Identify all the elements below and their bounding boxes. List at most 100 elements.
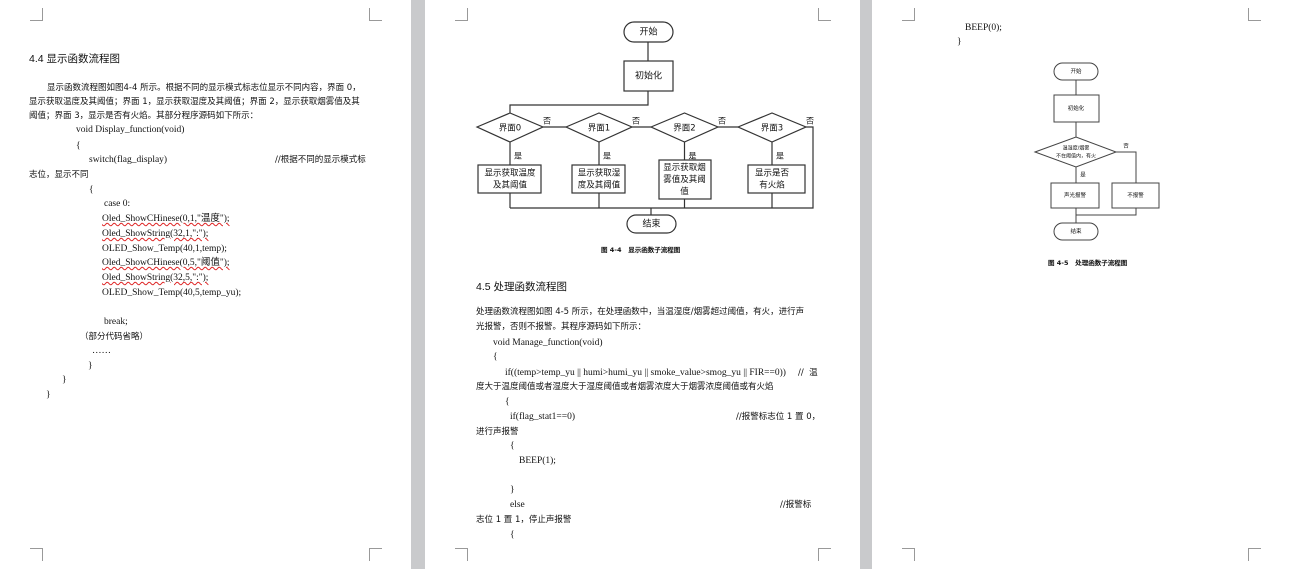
no-alarm-process — [1111, 182, 1160, 209]
code-line: Oled_ShowString(32,5,":"); — [102, 273, 209, 283]
code-line: Oled_ShowCHinese(0,1,"温度"); — [102, 214, 230, 224]
alarm-process — [1050, 182, 1100, 209]
page-corner-mark — [818, 548, 831, 561]
code-line: 志位，显示不同 — [29, 170, 89, 180]
flowchart-connector — [510, 126, 814, 209]
code-line: //报警标志位 1 置 0， — [736, 412, 821, 422]
code-line: break; — [104, 317, 128, 327]
flowchart-label: 显示获取湿 — [578, 168, 621, 179]
code-line: { — [76, 141, 81, 151]
code-line: } — [62, 375, 67, 385]
code-line: } — [510, 485, 515, 495]
code-line: 度大于温度阈值或者湿度大于湿度阈值或者烟雾浓度大于烟雾浓度阈值或有火焰 — [476, 382, 774, 392]
flowchart-label: 结束 — [642, 218, 660, 230]
flowchart-connector — [509, 91, 649, 113]
code-line: //根据不同的显示模式标 — [275, 155, 366, 165]
no-label: 否 — [543, 117, 551, 126]
decision-diamond — [1033, 136, 1118, 168]
code-line: 显示函数流程图如图4-4 所示。根据不同的显示模式标志位显示不同内容，界面 0， — [47, 83, 361, 93]
page-corner-mark — [1248, 548, 1261, 561]
code-line: case 0: — [104, 199, 131, 209]
flowchart-label: 不在阈值内，有火 — [1056, 153, 1096, 160]
flowchart-label: 不报警 — [1127, 191, 1144, 199]
code-line: 志位 1 置 1，停止声报警 — [476, 515, 572, 525]
code-line: （部分代码省略） — [80, 332, 149, 342]
flowchart-connector — [1116, 151, 1137, 183]
code-line: if(flag_stat1==0) — [510, 412, 576, 422]
code-line: Oled_ShowCHinese(0,5,"阈值"); — [102, 258, 230, 268]
code-line: if((temp>temp_yu || humi>humi_yu || smok… — [505, 368, 786, 378]
document-page-3: 开始初始化温湿度/烟雾不在阈值内，有火否是声光报警不报警结束 BEEP(0);}… — [872, 0, 1290, 569]
flowchart-label: 雾值及其阈 — [663, 174, 706, 185]
flowchart-label: 温湿度/烟雾 — [1063, 145, 1090, 152]
no-label: 否 — [806, 117, 814, 126]
no-label: 否 — [632, 117, 640, 126]
code-line: void Manage_function(void) — [493, 338, 603, 348]
code-line: //报警标 — [780, 500, 812, 510]
flowchart-label: 及其阈值 — [493, 180, 528, 191]
no-label: 否 — [1123, 143, 1129, 150]
code-line: …… — [92, 346, 111, 356]
code-line: } — [957, 37, 962, 47]
code-line: OLED_Show_Temp(40,5,temp_yu); — [102, 288, 242, 298]
yes-label: 是 — [514, 152, 522, 161]
page-corner-mark — [902, 548, 915, 561]
manage-function-flowchart: 开始初始化温湿度/烟雾不在阈值内，有火否是声光报警不报警结束 — [1033, 62, 1160, 241]
flowchart-label: 界面2 — [673, 124, 695, 134]
yes-label: 是 — [603, 152, 611, 161]
code-line: switch(flag_display) — [89, 155, 168, 165]
section-heading: 4.4 显示函数流程图 — [29, 53, 121, 65]
code-line: 处理函数流程图如图 4-5 所示，在处理函数中，当温湿度/烟雾超过阈值，有火，进… — [476, 307, 805, 317]
flowchart-label: 度及其阈值 — [578, 180, 621, 191]
init-process — [623, 60, 674, 92]
flowchart-label: 显示是否 — [755, 169, 790, 179]
yes-label: 是 — [1080, 172, 1086, 179]
init-process — [1053, 94, 1100, 123]
code-line: Oled_ShowString(32,1,":"); — [102, 229, 209, 239]
section-heading: 4.5 处理函数流程图 — [476, 281, 568, 293]
page-corner-mark — [455, 8, 468, 21]
figure-caption: 图 4-5 处理函数子流程图 — [1048, 259, 1128, 267]
code-line: void Display_function(void) — [76, 125, 185, 135]
code-line: { — [510, 530, 515, 540]
code-line: } — [46, 390, 51, 400]
flowchart-label: 声光报警 — [1064, 191, 1087, 199]
display-function-flowchart: 开始初始化界面0是否显示获取温度及其阈值界面1是否显示获取湿度及其阈值界面2是否… — [475, 21, 814, 234]
flowchart-label: 显示获取温度 — [484, 168, 536, 179]
code-line: 阈值；界面 3，显示是否有火焰。其部分程序源码如下所示： — [29, 111, 259, 121]
page-corner-mark — [902, 8, 915, 21]
process-box — [658, 159, 712, 200]
flowchart-label: 值 — [680, 186, 689, 197]
page-corner-mark — [30, 548, 43, 561]
flowchart-label: 开始 — [1070, 67, 1082, 75]
flowchart-label: 初始化 — [635, 70, 662, 82]
page-corner-mark — [369, 548, 382, 561]
flowchart-label: 界面1 — [588, 124, 610, 134]
page-corner-mark — [369, 8, 382, 21]
flowchart-label: 有火焰 — [759, 180, 785, 191]
code-line: { — [510, 441, 515, 451]
end-terminal — [626, 214, 677, 234]
page-corner-mark — [30, 8, 43, 21]
page-corner-mark — [455, 548, 468, 561]
flowchart-connector — [1076, 208, 1137, 216]
code-line: else — [510, 500, 525, 510]
code-line: OLED_Show_Temp(40,1,temp); — [102, 244, 227, 254]
flowchart-label: 显示获取烟 — [663, 162, 706, 173]
code-line: 显示获取温度及其阈值；界面 1，显示获取湿度及其阈值；界面 2，显示获取烟雾值及… — [29, 97, 360, 107]
figure-caption: 图 4-4 显示函数子流程图 — [601, 246, 681, 254]
document-page-1: 4.4 显示函数流程图显示函数流程图如图4-4 所示。根据不同的显示模式标志位显… — [0, 0, 411, 569]
end-terminal — [1053, 222, 1099, 241]
page-corner-mark — [818, 8, 831, 21]
code-line: BEEP(1); — [519, 456, 556, 466]
flowchart-label: 界面0 — [499, 124, 521, 134]
no-label: 否 — [718, 117, 726, 126]
code-line: { — [89, 185, 94, 195]
code-line: // 温 — [798, 368, 818, 378]
flowchart-label: 初始化 — [1068, 104, 1085, 112]
code-line: 光报警，否则不报警。其程序源码如下所示： — [476, 322, 647, 332]
page-corner-mark — [1248, 8, 1261, 21]
flowchart-label: 开始 — [639, 26, 657, 38]
code-line: 进行声报警 — [476, 427, 519, 437]
